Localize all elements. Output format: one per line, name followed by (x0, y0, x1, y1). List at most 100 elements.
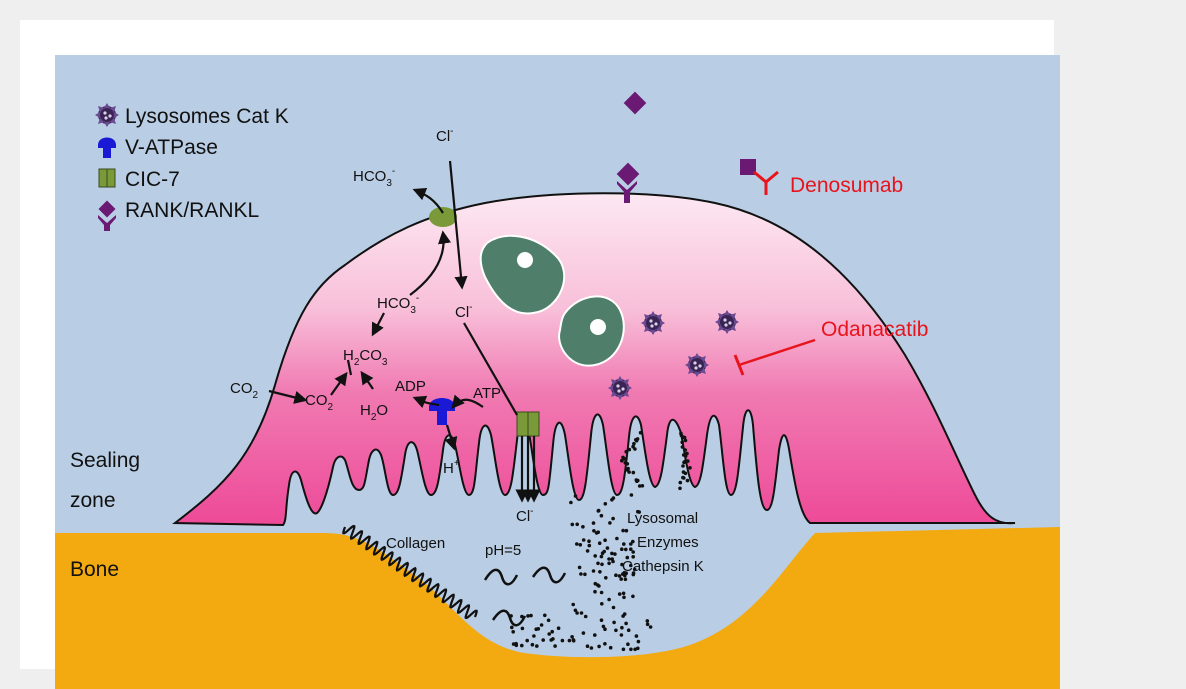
enzyme-dot (612, 621, 616, 625)
enzyme-dot (622, 542, 626, 546)
enzyme-dot (515, 644, 519, 648)
enzyme-dot (582, 538, 586, 542)
fusion-dot (679, 481, 683, 485)
fusion-dot (682, 461, 686, 465)
fusion-dot (627, 470, 631, 474)
enzyme-dot (621, 529, 625, 533)
enzyme-dot (649, 625, 653, 629)
lysosome-icon (641, 311, 665, 335)
fusion-dot (635, 479, 639, 483)
enzyme-dot (613, 552, 617, 556)
enzyme-dot (571, 523, 575, 527)
fusion-dot (682, 470, 686, 474)
enzyme-dot (578, 566, 582, 570)
enzyme-dot (629, 547, 633, 551)
enzyme-dot (582, 631, 586, 635)
enzyme-dot (610, 557, 614, 561)
enzyme-dot (575, 611, 579, 615)
enzyme-dot (606, 546, 610, 550)
enzyme-dot (635, 634, 639, 638)
nucleolus (590, 319, 606, 335)
enzyme-dot (572, 638, 576, 642)
lysosomal-enzymes-label: Cathepsin K (622, 558, 704, 575)
fusion-dot (686, 459, 690, 463)
enzyme-dot (586, 549, 590, 553)
enzyme-dot (626, 642, 630, 646)
enzyme-dot (588, 544, 592, 548)
fusion-dot (686, 479, 690, 483)
enzyme-dot (598, 541, 602, 545)
enzyme-dot (614, 629, 618, 633)
enzyme-dot (570, 635, 574, 639)
enzyme-dot (611, 517, 615, 521)
legend-label: CIC-7 (125, 168, 180, 191)
enzyme-dot (603, 538, 607, 542)
lysosome-icon (608, 376, 632, 400)
enzyme-dot (520, 644, 524, 648)
fusion-dot (638, 484, 642, 488)
enzyme-dot (543, 614, 547, 618)
enzyme-dot (600, 591, 604, 595)
enzyme-dot (623, 612, 627, 616)
nucleolus (517, 252, 533, 268)
enzyme-dot (511, 630, 515, 634)
enzyme-dot (551, 637, 555, 641)
enzyme-dot (580, 611, 584, 615)
fusion-dot (684, 448, 688, 452)
enzyme-dot (624, 578, 628, 582)
enzyme-dot (553, 644, 557, 648)
enzyme-dot (614, 573, 618, 577)
legend-label: V-ATPase (125, 136, 218, 159)
enzyme-dot (607, 557, 611, 561)
fusion-dot (634, 438, 638, 442)
enzyme-dot (622, 648, 626, 652)
enzyme-dot (574, 494, 578, 498)
enzyme-dot (625, 529, 629, 533)
atp-label: ATP (473, 385, 501, 402)
enzyme-dot (598, 570, 602, 574)
enzyme-dot (571, 603, 575, 607)
sealing-zone-label: Sealing (70, 449, 140, 472)
enzyme-dot (610, 552, 614, 556)
enzyme-dot (618, 592, 622, 596)
enzyme-dot (646, 619, 650, 623)
enzyme-dot (630, 493, 634, 497)
enzyme-dot (537, 627, 541, 631)
enzyme-dot (622, 596, 626, 600)
enzyme-dot (600, 563, 604, 567)
enzyme-dot (620, 633, 624, 637)
fusion-dot (628, 448, 632, 452)
enzyme-dot (631, 595, 635, 599)
enzyme-dot (581, 525, 585, 529)
enzyme-dot (583, 573, 587, 577)
fusion-dot (623, 457, 627, 461)
sealing-zone-label: zone (70, 489, 116, 512)
enzyme-dot (593, 590, 597, 594)
clc7-channel-icon (517, 412, 528, 436)
enzyme-dot (597, 645, 601, 649)
enzyme-dot (550, 630, 554, 634)
enzyme-dot (620, 626, 624, 630)
enzyme-dot (624, 548, 628, 552)
fusion-dot (688, 466, 692, 470)
enzyme-dot (619, 577, 623, 581)
enzyme-dot (579, 572, 583, 576)
enzyme-dot (532, 634, 536, 638)
enzyme-dot (597, 509, 601, 513)
enzyme-dot (575, 523, 579, 527)
bone-label: Bone (70, 558, 119, 581)
enzyme-dot (615, 537, 619, 541)
enzyme-dot (624, 622, 628, 626)
enzyme-dot (600, 618, 604, 622)
legend-label: Lysosomes Cat K (125, 105, 289, 128)
enzyme-dot (600, 555, 604, 559)
lysosome-icon (715, 310, 739, 334)
fusion-dot (624, 450, 628, 454)
fusion-dot (678, 487, 682, 491)
enzyme-dot (547, 619, 551, 623)
enzyme-dot (569, 501, 573, 505)
enzyme-dot (586, 644, 590, 648)
enzyme-dot (584, 615, 588, 619)
enzyme-dot (557, 626, 561, 630)
enzyme-dot (510, 626, 514, 630)
